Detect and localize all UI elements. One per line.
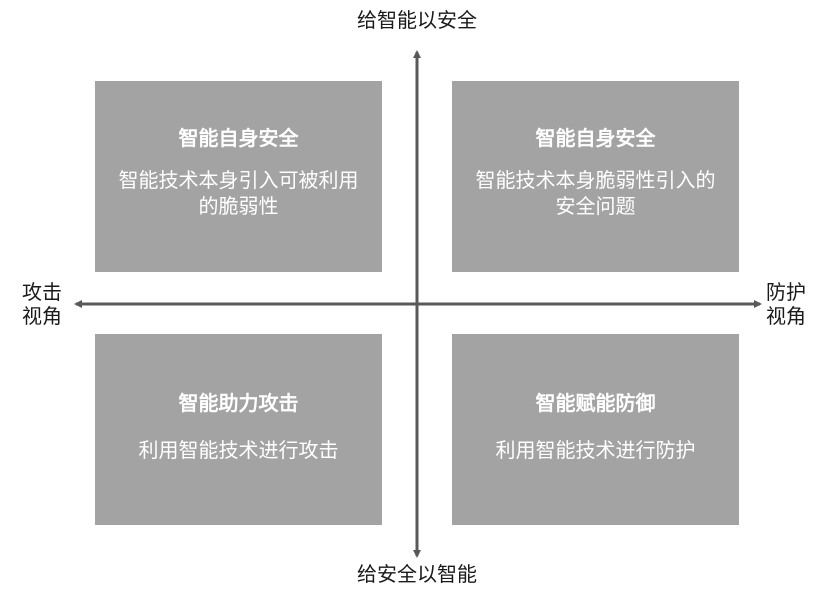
axis-label-right: 防护 视角 <box>766 280 810 328</box>
quadrant-description: 利用智能技术进行防护 <box>486 437 706 463</box>
description-line: 安全问题 <box>555 194 636 218</box>
quadrant-title: 智能自身安全 <box>535 126 656 150</box>
axis-label-left: 攻击 视角 <box>22 280 66 328</box>
description-line: 利用智能技术进行攻击 <box>138 438 339 462</box>
axis-label-right-line2: 视角 <box>766 304 806 328</box>
quadrant-title: 智能赋能防御 <box>535 391 656 415</box>
quadrant-description: 利用智能技术进行攻击 <box>129 437 349 463</box>
quadrant-description: 智能技术本身引入可被利用 的脆弱性 <box>109 167 369 219</box>
axis-label-left-line2: 视角 <box>22 304 62 328</box>
quadrant-description: 智能技术本身脆弱性引入的 安全问题 <box>466 167 726 219</box>
description-line: 智能技术本身引入可被利用 <box>118 168 359 192</box>
quadrant-bottom-left: 智能助力攻击 利用智能技术进行攻击 <box>95 334 382 525</box>
description-line: 的脆弱性 <box>198 194 279 218</box>
quadrant-top-left: 智能自身安全 智能技术本身引入可被利用 的脆弱性 <box>95 81 382 272</box>
quadrant-top-right: 智能自身安全 智能技术本身脆弱性引入的 安全问题 <box>452 81 739 272</box>
description-line: 智能技术本身脆弱性引入的 <box>475 168 716 192</box>
axis-label-bottom: 给安全以智能 <box>357 562 477 586</box>
quadrant-title: 智能助力攻击 <box>178 391 299 415</box>
quadrant-bottom-right: 智能赋能防御 利用智能技术进行防护 <box>452 334 739 525</box>
quadrant-title: 智能自身安全 <box>178 126 299 150</box>
description-line: 利用智能技术进行防护 <box>495 438 696 462</box>
axis-label-right-line1: 防护 <box>766 280 806 304</box>
axis-label-left-line1: 攻击 <box>22 280 62 304</box>
axis-label-top: 给智能以安全 <box>357 8 477 32</box>
